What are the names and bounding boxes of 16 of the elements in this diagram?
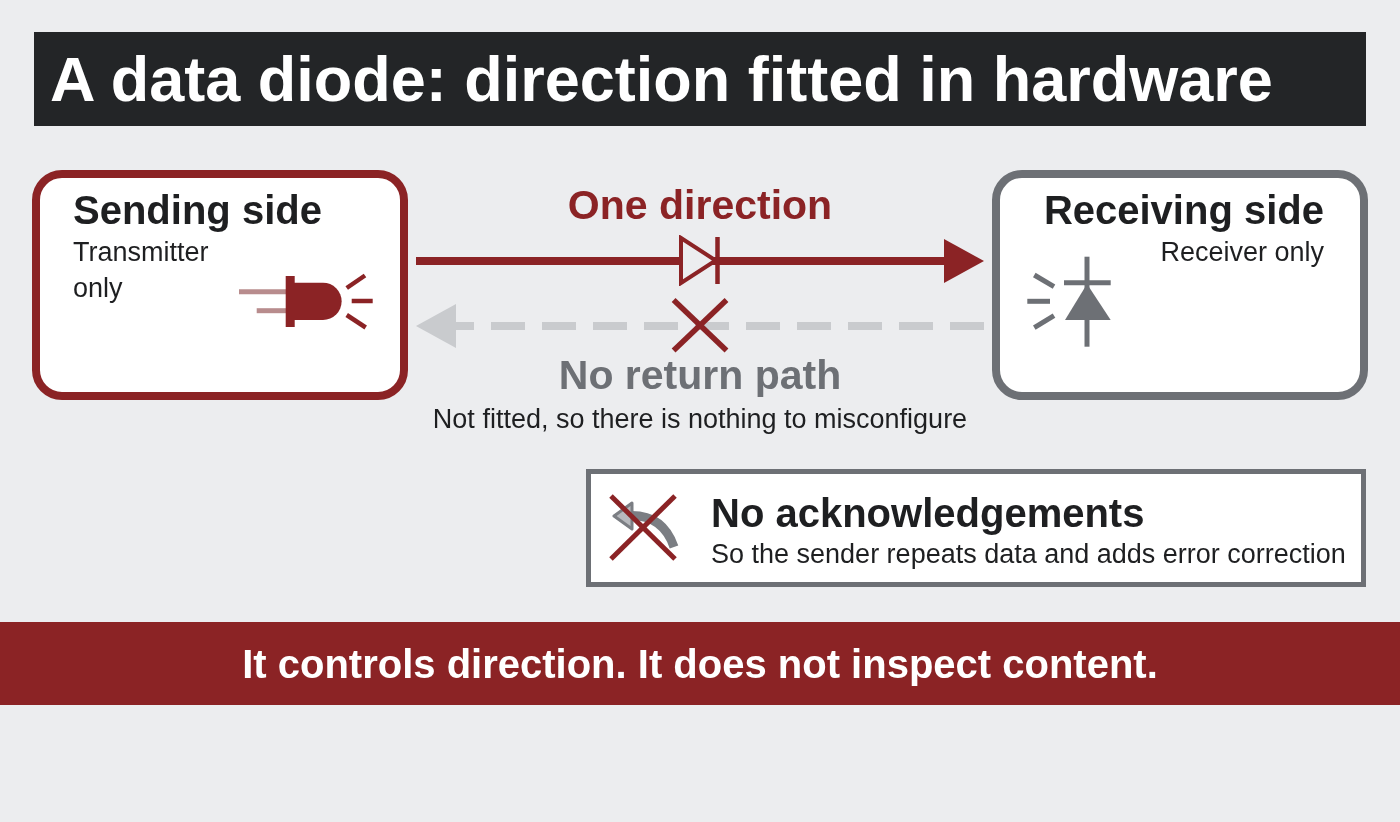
card-description: Transmitter only [73,236,210,305]
info-card [586,469,1366,587]
card-description: So the sender repeats data and adds error correction [711,538,1346,571]
card-heading: Sending side [73,187,322,234]
edge-label: One direction [567,181,833,230]
note-text: Not fitted, so there is nothing to misconfigure [432,403,968,436]
arrow [416,304,984,348]
card-description: Receiver only [1160,236,1324,269]
banner-text: It controls direction. It does not inspect content. [242,640,1158,688]
edge-label: No return path [558,351,842,400]
transmitter-card [32,170,408,400]
card-heading: No acknowledgements [711,490,1145,537]
receiver-card [992,170,1368,400]
conclusion-banner [0,622,1400,705]
diagram-title: A data diode: direction fitted in hardware [34,32,1366,126]
card-heading: Receiving side [1043,187,1324,234]
